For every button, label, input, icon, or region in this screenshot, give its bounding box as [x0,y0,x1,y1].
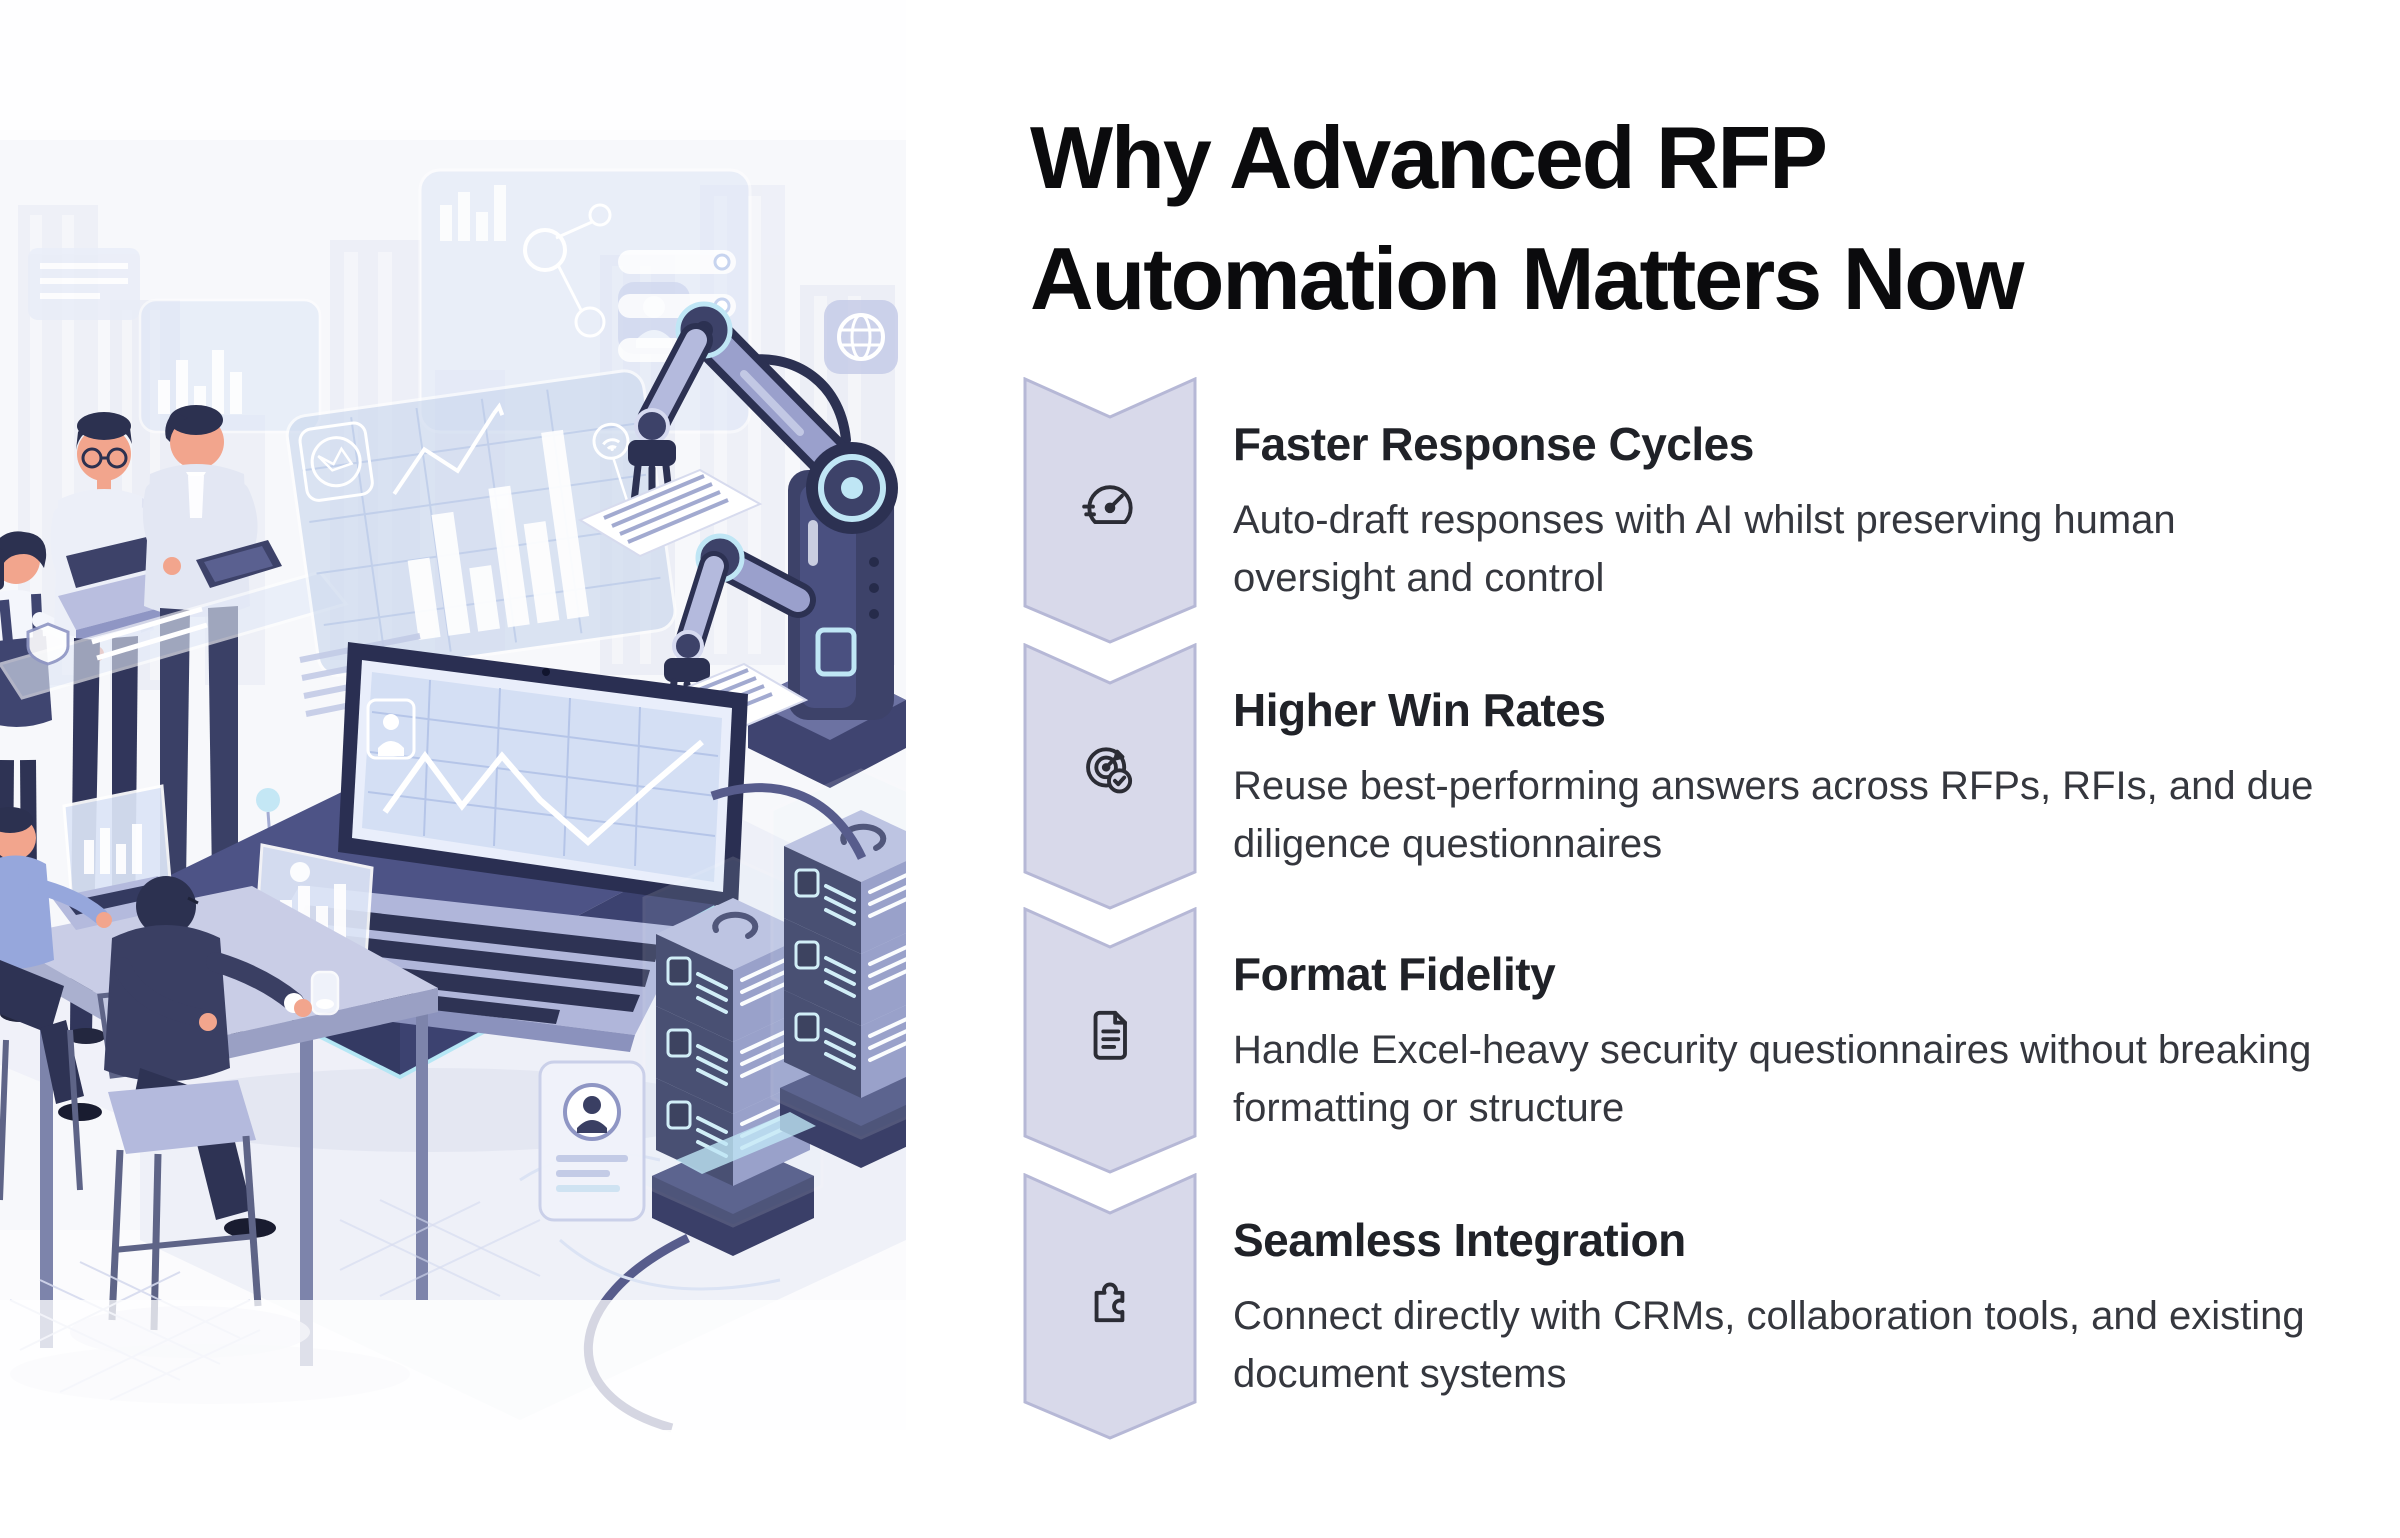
feature-description: Auto-draft responses with AI whilst pres… [1233,498,2176,600]
feature-item-seamless-integration: Seamless Integration Connect directly wi… [1023,1173,2363,1441]
glass-dashboard-panel [285,369,677,677]
globe-badge-icon [824,300,898,374]
document-sheet-upper [577,468,763,558]
server-racks [519,770,906,1433]
glass-strip-panel [0,570,349,700]
feature-title: Seamless Integration [1233,1214,1686,1266]
seated-team-desk [0,784,438,1404]
feature-description: Connect directly with CRMs, collaboratio… [1233,1294,2305,1396]
feature-item-format-fidelity: Format Fidelity Handle Excel-heavy secur… [1023,907,2363,1175]
feature-item-higher-win-rates: Higher Win Rates Reuse best-performing a… [1023,643,2363,911]
page-title: Why Advanced RFP Automation Matters Now [1030,108,2024,328]
feature-title: Faster Response Cycles [1233,418,1754,470]
mini-report-card [28,248,140,320]
feature-title: Higher Win Rates [1233,684,1606,736]
main-laptop [235,642,748,1052]
chevron-badge [1023,1173,1197,1440]
rfp-automation-illustration [0,0,906,1538]
mini-bar-panel [138,298,322,434]
speedometer-icon [1079,473,1141,535]
target-check-icon [1079,739,1141,801]
feature-description: Reuse best-performing answers across RFP… [1233,764,2314,866]
puzzle-icon [1079,1269,1141,1331]
feature-description: Handle Excel-heavy security questionnair… [1233,1028,2312,1130]
feature-item-faster-response: Faster Response Cycles Auto-draft respon… [1023,377,2363,645]
document-icon [1079,1003,1141,1065]
id-card [538,1060,646,1222]
feature-title: Format Fidelity [1233,948,1556,1000]
